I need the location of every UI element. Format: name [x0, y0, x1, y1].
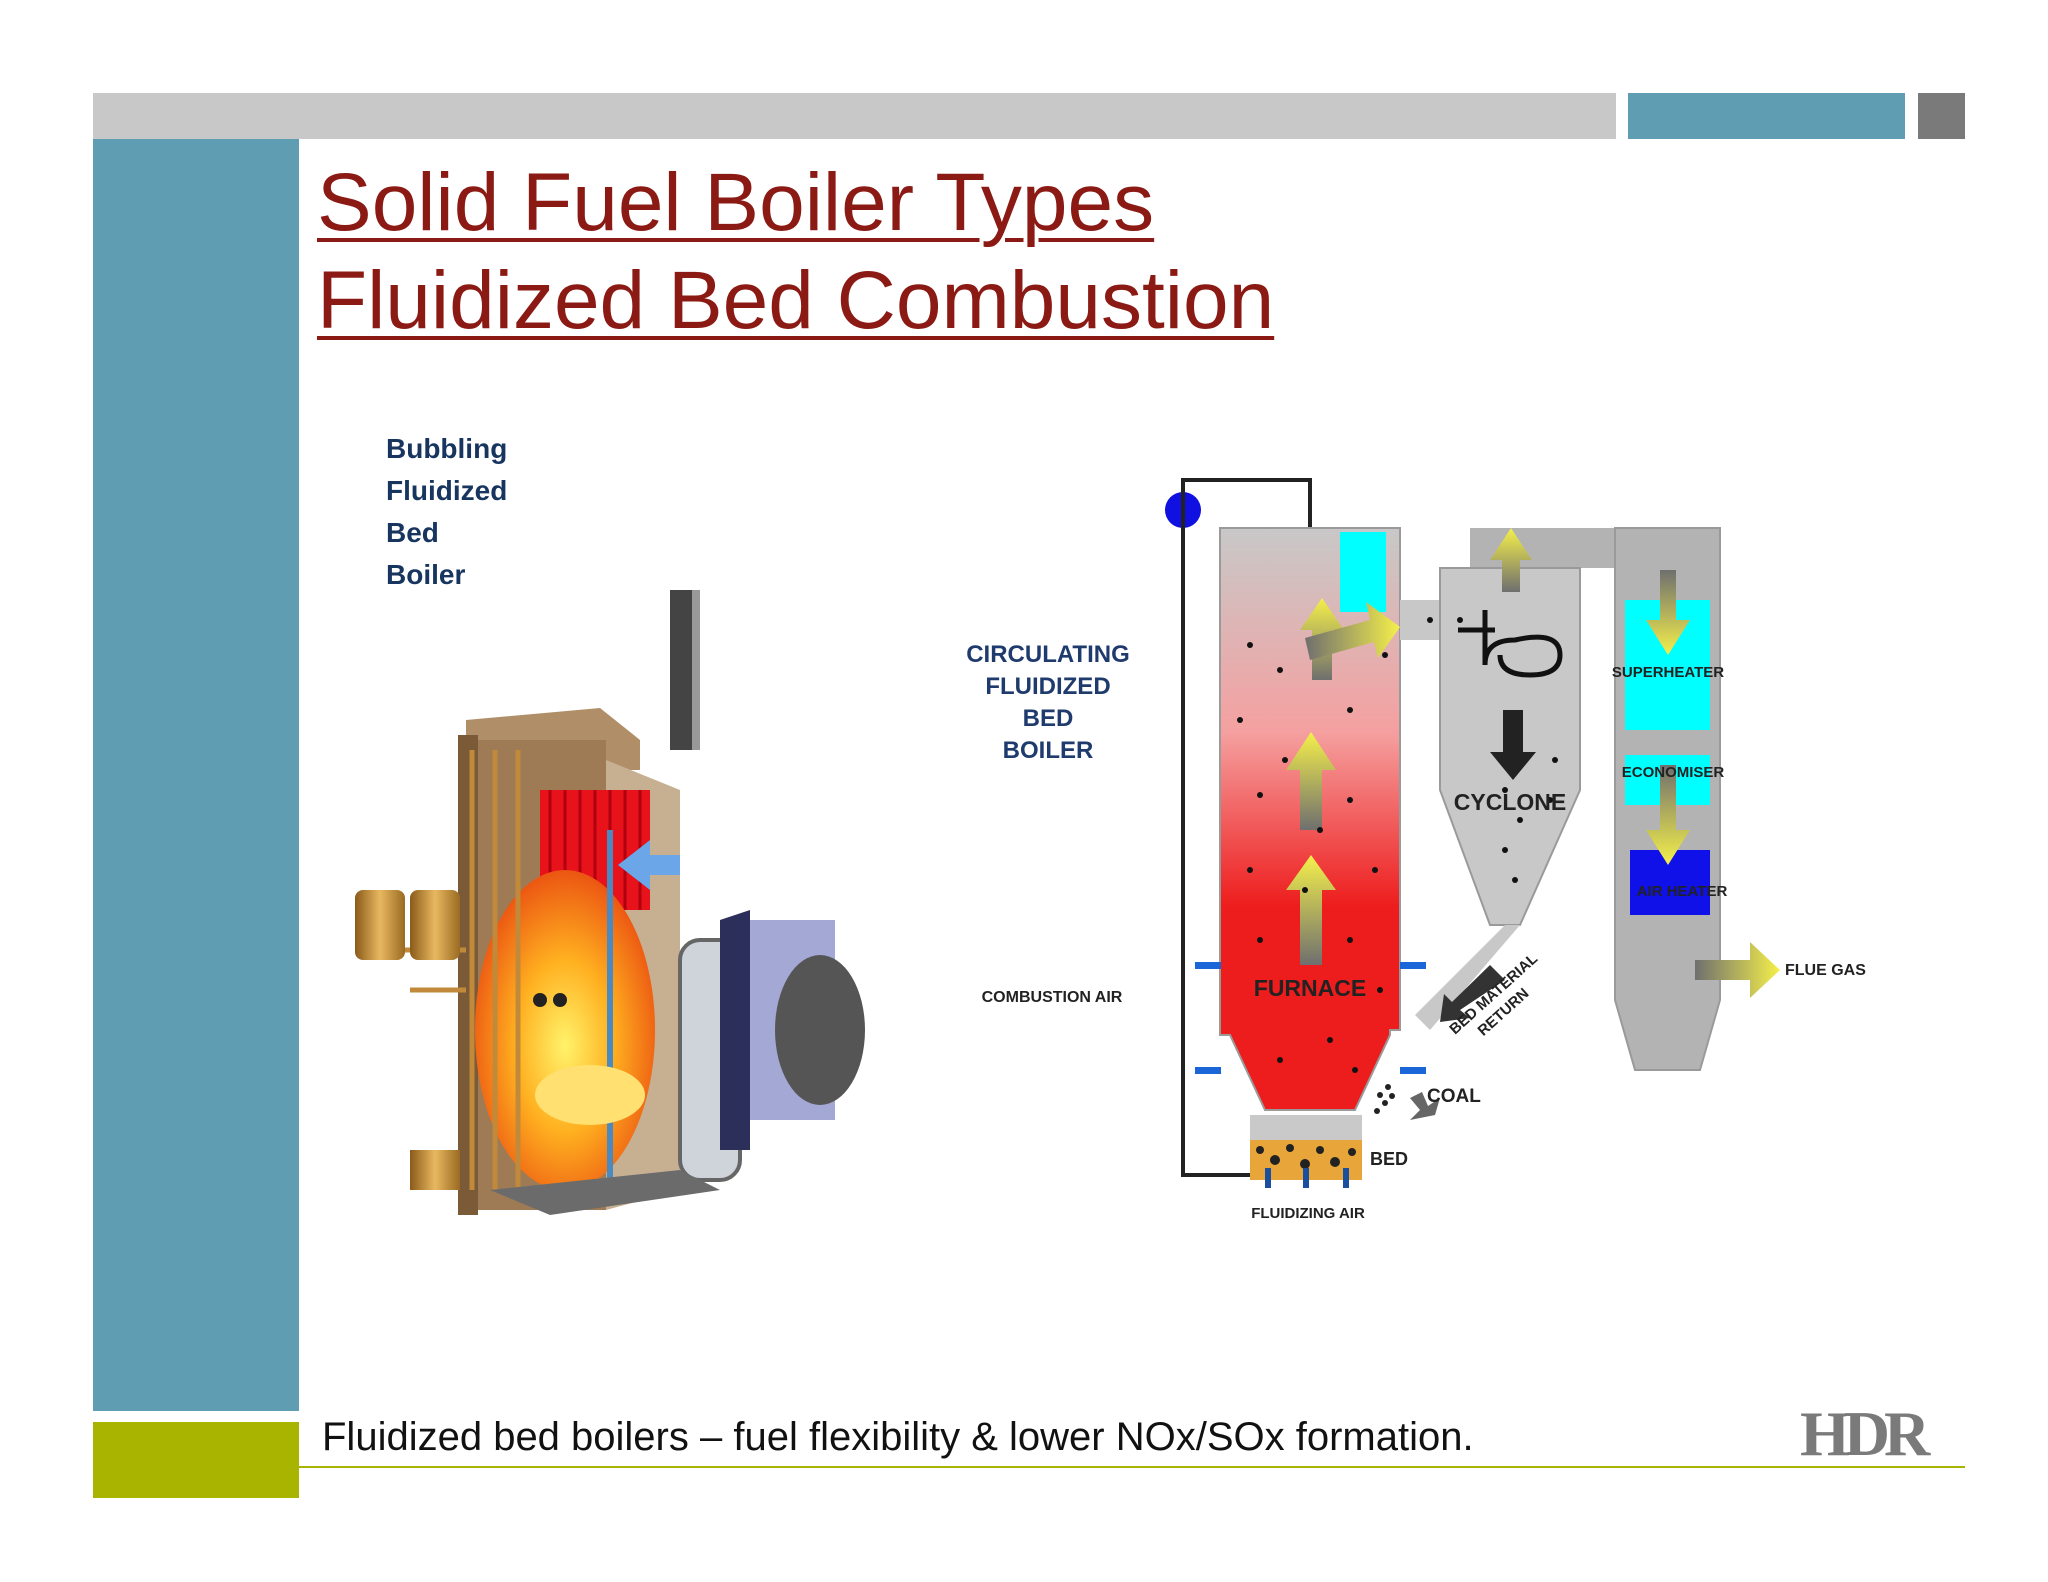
side-bar [93, 139, 299, 1411]
top-bar-accent-blue [1628, 93, 1905, 139]
label-economiser: ECONOMISER [1622, 764, 1725, 781]
cfb-title-line: CIRCULATING [966, 641, 1130, 668]
cfb-diagram: CIRCULATING FLUIDIZED BED BOILER [966, 478, 1866, 1222]
label-furnace: FURNACE [1254, 975, 1366, 1001]
top-bar [93, 93, 1616, 139]
bubbling-label-line: Boiler [386, 559, 466, 590]
label-flue-gas: FLUE GAS [1785, 962, 1866, 979]
footer-caption: Fluidized bed boilers – fuel flexibility… [322, 1415, 1474, 1459]
bubbling-boiler-illustration [355, 590, 865, 1215]
label-combustion-air: COMBUSTION AIR [982, 989, 1123, 1006]
label-coal: COAL [1427, 1086, 1481, 1107]
label-fluidizing-air: FLUIDIZING AIR [1251, 1205, 1365, 1222]
bubbling-label-line: Fluidized [386, 475, 508, 506]
cfb-title-line: BOILER [1003, 737, 1094, 764]
hdr-logo: HDR [1800, 1398, 1930, 1469]
label-cyclone: CYCLONE [1454, 789, 1566, 815]
side-bar-green-block [93, 1422, 299, 1498]
cfb-title-line: BED [1023, 705, 1074, 732]
label-bed: BED [1370, 1149, 1408, 1169]
bubbling-label-line: Bed [386, 517, 439, 548]
cfb-title-line: FLUIDIZED [985, 673, 1110, 700]
footer-rule [299, 1466, 1965, 1468]
bubbling-boiler-label: Bubbling Fluidized Bed Boiler [386, 428, 507, 596]
bubbling-label-line: Bubbling [386, 433, 508, 464]
slide-title-line-2: Fluidized Bed Combustion [317, 255, 1275, 346]
top-bar-accent-gray [1918, 93, 1965, 139]
slide-title-line-1: Solid Fuel Boiler Types [317, 157, 1155, 248]
label-superheater: SUPERHEATER [1612, 664, 1724, 681]
label-air-heater: AIR HEATER [1637, 883, 1728, 900]
